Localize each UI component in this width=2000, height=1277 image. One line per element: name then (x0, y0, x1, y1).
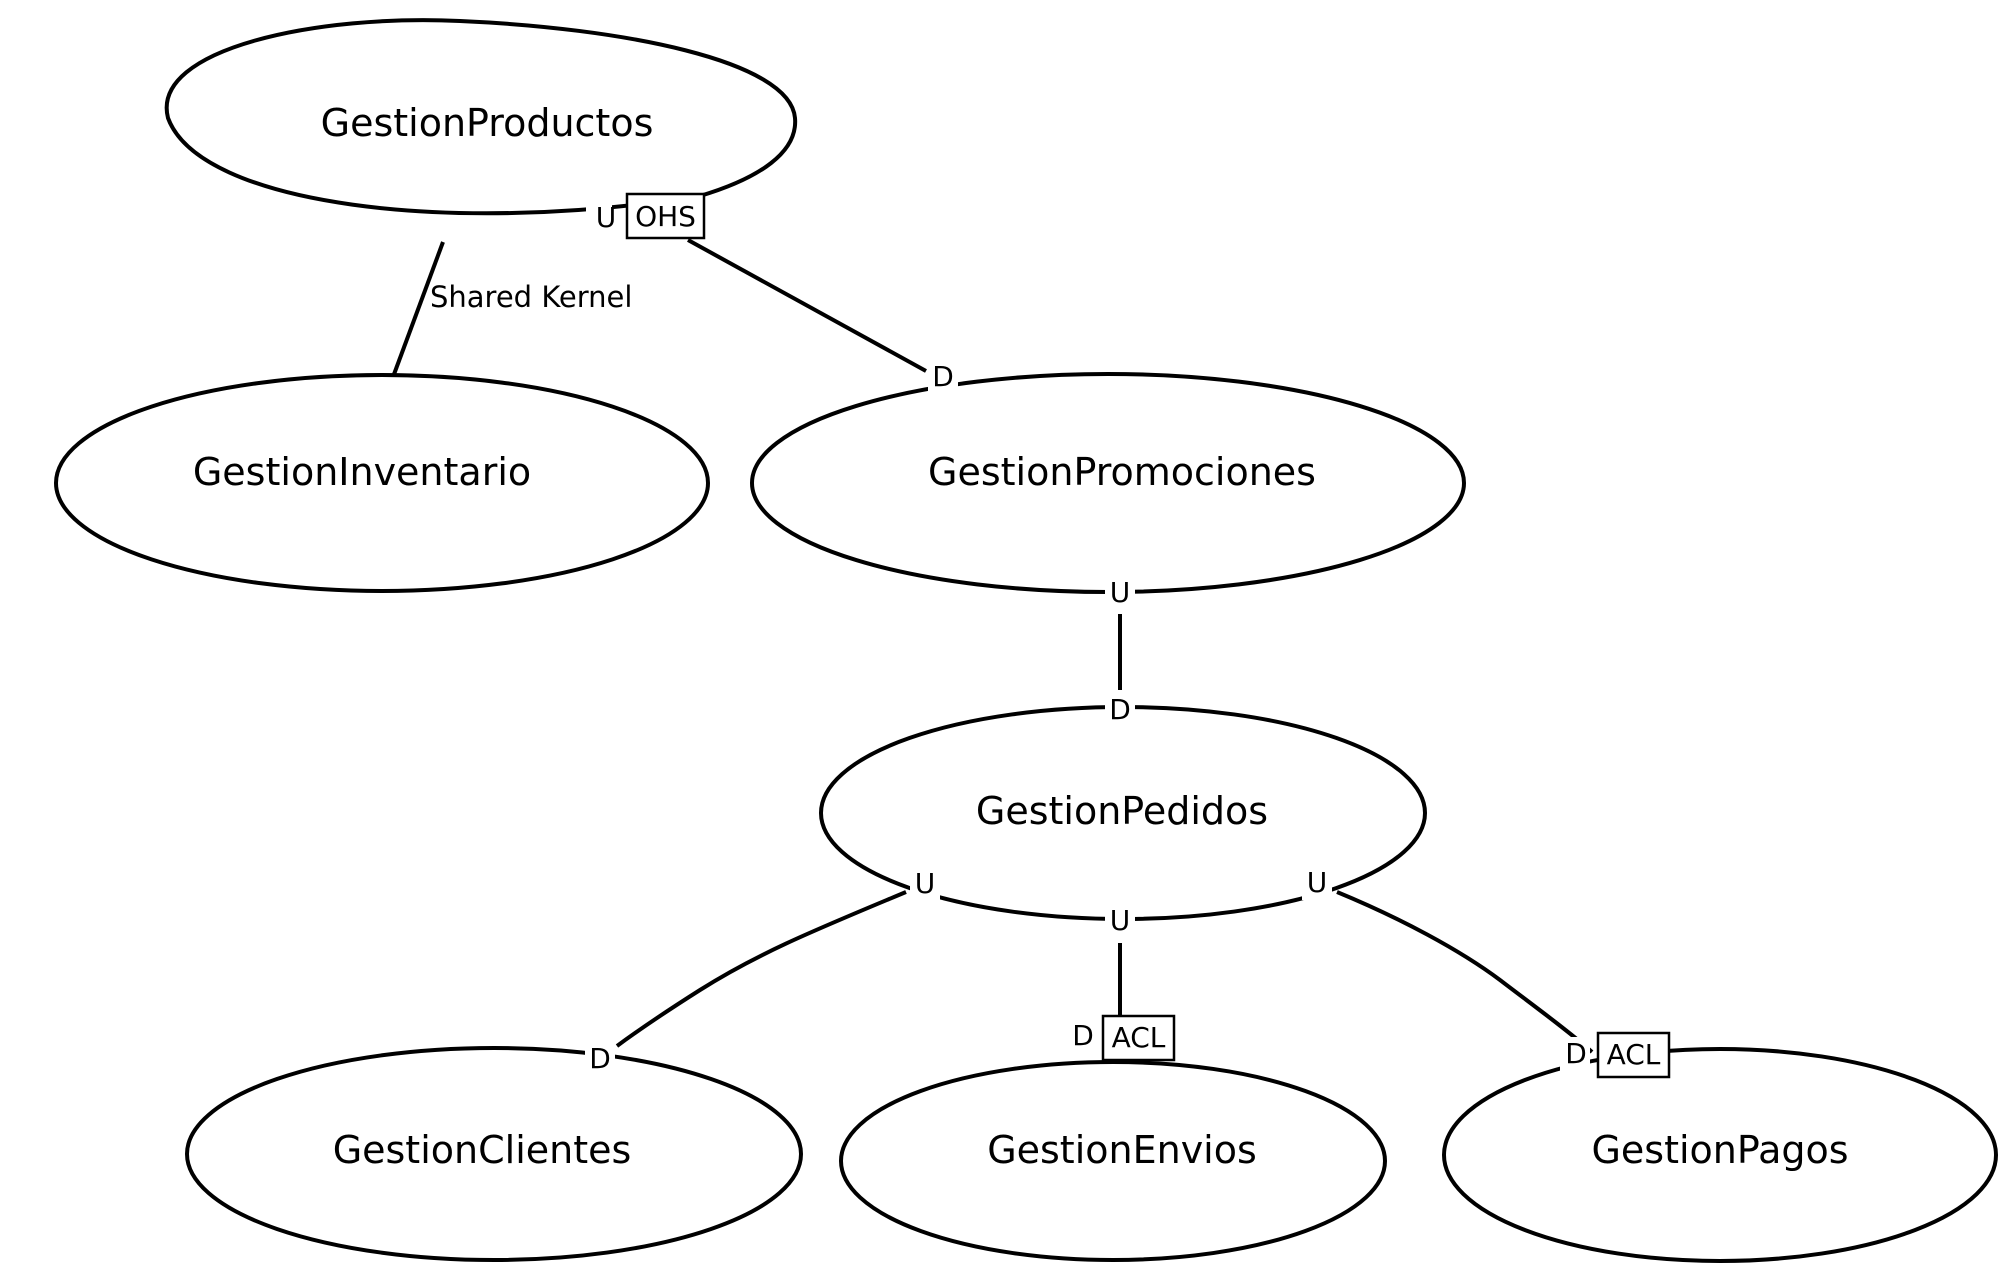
context-label: GestionEnvios (987, 1128, 1257, 1172)
context-label: GestionInventario (193, 450, 531, 494)
downstream-role-label: D (932, 360, 954, 393)
context-label: GestionClientes (333, 1128, 632, 1172)
context-gestion-productos[interactable]: GestionProductos (164, 18, 798, 216)
upstream-role-label: U (915, 867, 936, 900)
ohs-pattern-badge: OHS (625, 192, 706, 240)
shared-kernel-line (391, 241, 445, 378)
upstream-role-label: U (1110, 576, 1131, 609)
context-label: GestionPedidos (976, 789, 1268, 833)
pedidos-clientes-line (615, 890, 907, 1048)
context-label: GestionProductos (321, 101, 654, 145)
pedidos-pagos-line (1336, 890, 1594, 1054)
downstream-role-label: D (589, 1042, 611, 1075)
downstream-role-label: D (1072, 1019, 1094, 1052)
shared-kernel-label: Shared Kernel (430, 280, 632, 314)
upstream-role-label: U (596, 201, 617, 234)
ohs-label: OHS (635, 200, 696, 233)
productos-promociones-line (687, 238, 927, 373)
context-gestion-pagos[interactable]: GestionPagos (1442, 1047, 1998, 1263)
context-gestion-pedidos[interactable]: GestionPedidos (819, 705, 1427, 921)
downstream-role-label: D (1565, 1037, 1587, 1070)
upstream-role-label: U (1307, 866, 1328, 899)
acl-pattern-badge-pagos: ACL (1596, 1031, 1671, 1079)
context-gestion-clientes[interactable]: GestionClientes (185, 1046, 803, 1262)
downstream-role-label: D (1109, 693, 1131, 726)
acl-pattern-badge-envios: ACL (1101, 1014, 1176, 1062)
upstream-role-label: U (1110, 904, 1131, 937)
acl-label: ACL (1112, 1021, 1166, 1054)
context-label: GestionPagos (1591, 1128, 1848, 1172)
acl-label: ACL (1607, 1038, 1661, 1071)
context-gestion-envios[interactable]: GestionEnvios (839, 1060, 1387, 1262)
context-label: GestionPromociones (928, 450, 1316, 494)
context-gestion-inventario[interactable]: GestionInventario (54, 373, 710, 593)
context-gestion-promociones[interactable]: GestionPromociones (750, 372, 1466, 594)
